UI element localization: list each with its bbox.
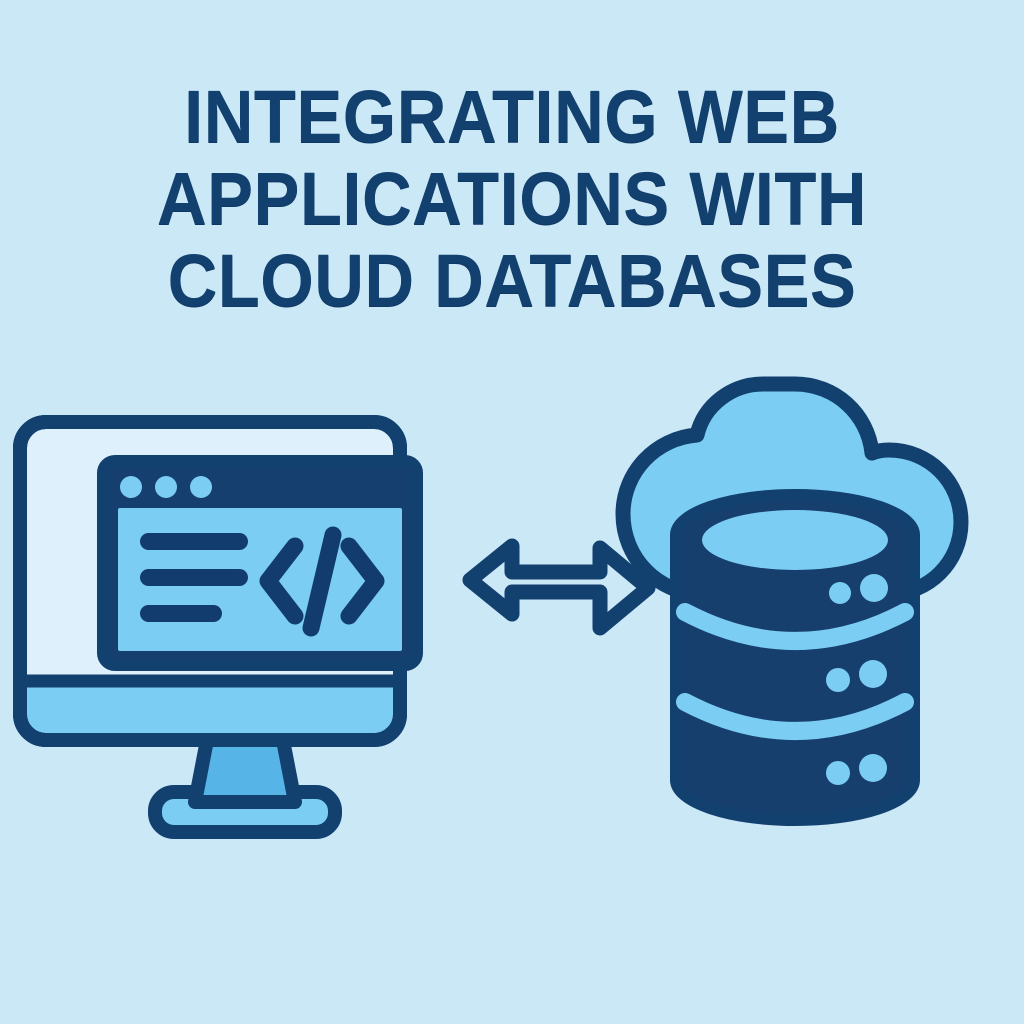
tier-arc-2 (676, 693, 914, 740)
bidirectional-data-exchange-arrow (462, 538, 656, 636)
browser-dot-1-icon (120, 476, 142, 498)
indicator-3a-icon (826, 761, 850, 785)
monitor-bottom-bezel (27, 680, 393, 733)
title-line-2: APPLICATIONS WITH (156, 157, 868, 240)
title-line-1: INTEGRATING WEB (184, 75, 840, 158)
tier-arc-1 (676, 603, 914, 650)
cylinder-body (670, 489, 920, 826)
code-symbol-right-angle (340, 537, 385, 625)
browser-window (97, 455, 423, 671)
browser-dot-2-icon (155, 476, 177, 498)
cylinder-indicators (826, 574, 888, 785)
title-line-3: CLOUD DATABASES (167, 239, 857, 322)
arrow-outline (462, 538, 656, 636)
indicator-1a-icon (829, 582, 851, 604)
illustration-svg (13, 376, 969, 839)
code-symbol-icon (259, 526, 385, 637)
web-application-monitor (13, 415, 423, 839)
database-cylinder (670, 489, 920, 826)
page-title: INTEGRATING WEB APPLICATIONS WITH CLOUD … (0, 76, 1024, 322)
indicator-2a-icon (826, 668, 850, 692)
cylinder-tier-arcs (676, 603, 914, 740)
code-symbol-left-angle (259, 537, 304, 625)
code-symbol-slash (302, 526, 342, 637)
code-line-2 (140, 569, 248, 586)
code-line-3 (140, 605, 222, 622)
code-line-1 (140, 533, 248, 550)
indicator-1b-icon (860, 574, 888, 602)
browser-dot-3-icon (190, 476, 212, 498)
cloud-database (615, 376, 969, 826)
indicator-3b-icon (859, 754, 887, 782)
indicator-2b-icon (859, 660, 887, 688)
cylinder-top-surface (702, 510, 888, 570)
illustration (0, 350, 1024, 890)
